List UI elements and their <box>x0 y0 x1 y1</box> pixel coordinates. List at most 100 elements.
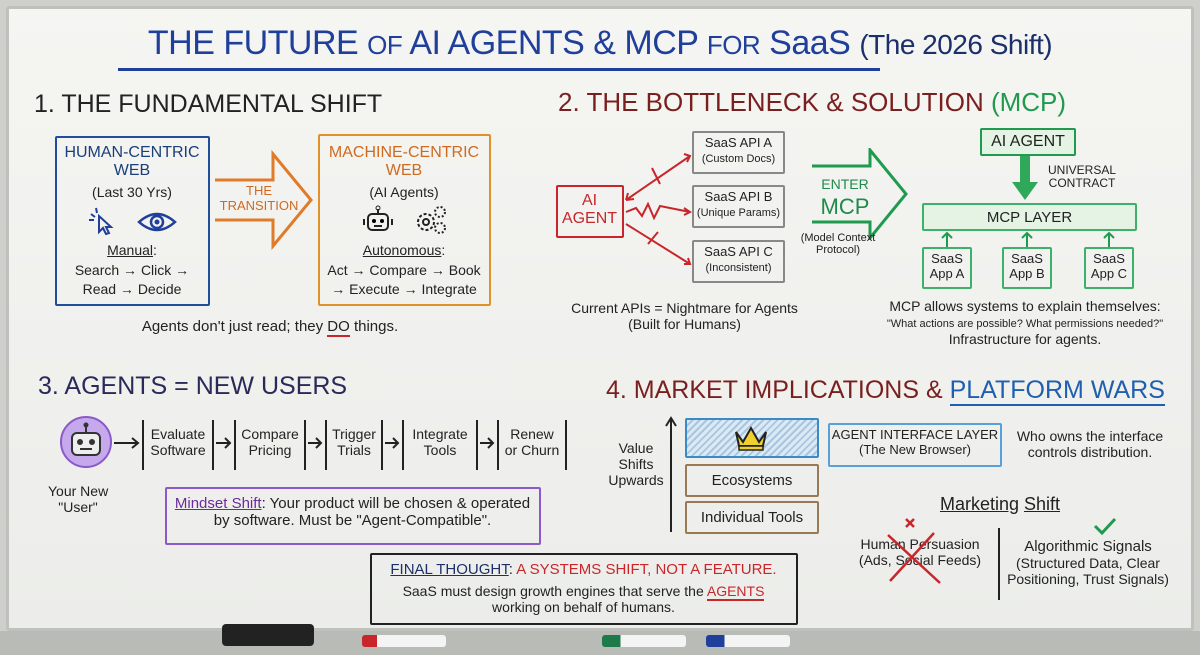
mindset-l2: by software. Must be "Agent-Compatible". <box>213 512 492 530</box>
layer-individual-tools: Individual Tools <box>685 501 819 534</box>
green-marker[interactable] <box>602 635 686 647</box>
algorithmic-signals: Algorithmic Signals(Structured Data, Cle… <box>1004 538 1172 587</box>
agent-l1: AI <box>581 192 598 209</box>
api-name: SaaS API A <box>704 135 773 150</box>
user-l1: Your New <box>48 483 109 499</box>
protocol-l1: (Model Context <box>800 232 876 244</box>
heading-a: 4. MARKET IMPLICATIONS & <box>606 376 943 404</box>
app-l1: SaaS <box>1011 251 1043 266</box>
owns-l1: Who owns the interface <box>1016 428 1164 444</box>
heading-b: (MCP) <box>990 87 1067 117</box>
marketing-b: Shift <box>1024 494 1061 514</box>
up-arrows-icon <box>941 231 1115 248</box>
transition-arrow-icon <box>215 150 313 250</box>
step-l2: or Churn <box>504 442 560 459</box>
explain-l2: "What actions are possible? What permiss… <box>886 318 1164 331</box>
step-l1: Compare <box>241 426 299 442</box>
machine-title: MACHINE-CENTRIC <box>328 144 480 161</box>
blue-marker[interactable] <box>706 635 790 647</box>
eye-icon <box>137 212 177 232</box>
app-l2: App B <box>1009 265 1045 281</box>
up-arrow-icon <box>665 416 677 532</box>
nightmare-l2: (Built for Humans) <box>628 316 741 333</box>
user-l2: "User" <box>58 499 98 516</box>
protocol-l2: Protocol) <box>815 244 861 257</box>
new-l1: Algorithmic Signals <box>1024 538 1152 555</box>
transition-l2: TRANSITION <box>219 197 299 213</box>
human-flow-1: Search → Click → <box>74 262 190 278</box>
human-sub: (Last 30 Yrs) <box>92 184 172 200</box>
mcp-layer-box: MCP LAYER <box>922 203 1137 231</box>
old-l1: Human Persuasion <box>860 536 980 552</box>
arrow-icon <box>308 437 323 449</box>
mindset-l1: : Your product will be chosen & operated <box>261 495 531 512</box>
owns-l2: controls distribution. <box>1027 444 1153 461</box>
robot-icon <box>363 205 393 231</box>
interface-l1: AGENT INTERFACE LAYER <box>831 427 999 442</box>
enter-mcp-arrow-icon <box>812 148 908 240</box>
title-part: (The 2026 Shift) <box>859 29 1053 60</box>
title-part: THE FUTURE <box>147 24 359 62</box>
title-part: OF <box>367 30 403 60</box>
value-l3: Upwards <box>608 472 664 489</box>
nightmare-l1: Current APIs = Nightmare for Agents <box>571 300 798 316</box>
section-1-heading: 1. THE FUNDAMENTAL SHIFT <box>34 90 383 118</box>
final-agents: AGENTS <box>706 583 765 601</box>
colon: : <box>508 561 517 578</box>
machine-flow-2: → Execute → Integrate <box>331 281 477 297</box>
cross-out-icon <box>887 518 941 584</box>
new-l2: (Structured Data, Clear <box>1016 555 1160 572</box>
eraser[interactable] <box>222 624 314 646</box>
check-icon <box>1093 517 1117 535</box>
marketing-shift-heading: Marketing Shift <box>925 494 1075 515</box>
api-note: (Unique Params) <box>696 206 781 219</box>
caption-c: things. <box>349 318 399 335</box>
final-l2a: SaaS must design growth engines that ser… <box>402 583 707 599</box>
mindset-box: Mindset Shift: Your product will be chos… <box>165 487 541 545</box>
final-thought-box: FINAL THOUGHT: A SYSTEMS SHIFT, NOT A FE… <box>370 553 798 625</box>
agent-interface-layer-block <box>685 418 819 458</box>
heading-b: PLATFORM WARS <box>949 376 1165 406</box>
interface-l2: (The New Browser) <box>859 441 971 457</box>
section-4-heading: 4. MARKET IMPLICATIONS & PLATFORM WARS <box>606 376 1165 406</box>
human-flow-2: Read → Decide <box>82 281 182 297</box>
colon: : <box>441 242 446 258</box>
agent-l2: AGENT <box>561 210 618 228</box>
title-part: FOR <box>706 30 761 60</box>
human-persuasion: Human Persuasion(Ads, Social Feeds) <box>852 536 988 568</box>
ai-agent-green-box: AI AGENT <box>980 128 1076 156</box>
contract-l1: UNIVERSAL <box>1047 163 1117 177</box>
arrow-icon <box>216 437 232 449</box>
step-l2: Trials <box>337 442 371 459</box>
old-l2: (Ads, Social Feeds) <box>858 552 982 569</box>
red-marker[interactable] <box>362 635 446 647</box>
step-l2: Software <box>150 442 206 459</box>
machine-flow-1: Act → Compare → Book <box>327 262 481 278</box>
section-2-heading: 2. THE BOTTLENECK & SOLUTION (MCP) <box>558 87 1067 118</box>
contract-l2: CONTRACT <box>1048 176 1116 191</box>
api-note: (Inconsistent) <box>705 261 772 274</box>
crown-icon <box>735 425 767 451</box>
machine-mode: Autonomous <box>362 242 442 258</box>
mindset-label: Mindset Shift <box>174 495 262 512</box>
final-l3: working on behalf of humans. <box>492 599 675 616</box>
down-arrow-icon <box>1012 156 1038 200</box>
title-part: AI AGENTS & MCP <box>409 24 698 62</box>
final-label: FINAL THOUGHT <box>390 561 509 578</box>
layer-ecosystems: Ecosystems <box>685 464 819 497</box>
caption-a: Agents don't just read; they <box>141 318 328 335</box>
